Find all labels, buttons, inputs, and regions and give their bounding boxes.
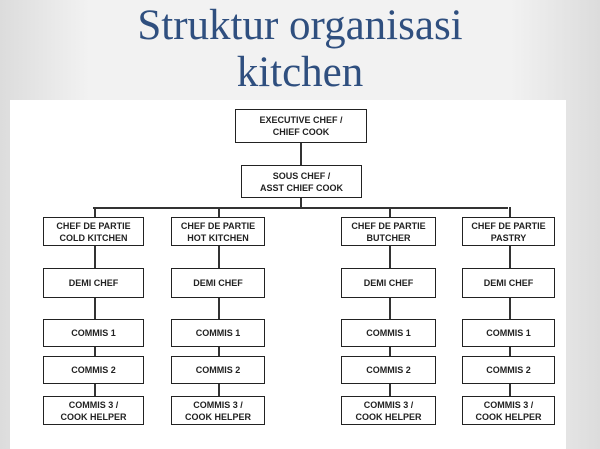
box-label: EXECUTIVE CHEF /: [259, 115, 343, 125]
connector-line: [300, 142, 302, 165]
connector-line: [509, 207, 511, 217]
demi-chef-box: DEMI CHEF: [43, 268, 144, 298]
demi-chef-box: DEMI CHEF: [171, 268, 265, 298]
commis-box: COMMIS 1: [341, 319, 436, 347]
connector-line: [300, 197, 302, 207]
box-label: COMMIS 1: [486, 328, 531, 338]
box-label: COOK HELPER: [184, 411, 251, 422]
box-label: DEMI CHEF: [363, 278, 414, 288]
commis-box: COMMIS 1: [43, 319, 144, 347]
executive-chef-box: EXECUTIVE CHEF / CHIEF COOK: [235, 109, 367, 143]
box-label: COOK HELPER: [475, 411, 542, 422]
commis-box: COMMIS 2: [43, 356, 144, 384]
box-label: CHEF DE PARTIE: [180, 220, 256, 231]
box-label: COMMIS 3 /: [363, 399, 414, 410]
connector-line: [389, 207, 391, 217]
box-label: COOK HELPER: [355, 411, 422, 422]
box-label: ASST CHIEF COOK: [259, 182, 343, 193]
box-label: CHEF DE PARTIE: [56, 220, 131, 231]
commis-box: COMMIS 3 /COOK HELPER: [341, 396, 436, 425]
box-label: COOK HELPER: [60, 411, 127, 422]
box-label: DEMI CHEF: [193, 278, 243, 288]
box-label: COMMIS 1: [366, 328, 411, 338]
commis-box: COMMIS 3 /COOK HELPER: [171, 396, 265, 425]
box-label: DEMI CHEF: [68, 278, 119, 288]
box-label: CHEF DE PARTIE: [471, 220, 546, 231]
box-label: COMMIS 3 /: [193, 399, 243, 410]
box-label: COMMIS 2: [366, 365, 411, 375]
sous-chef-box: SOUS CHEF /ASST CHIEF COOK: [241, 165, 362, 198]
commis-box: COMMIS 3 /COOK HELPER: [462, 396, 555, 425]
commis-box: COMMIS 1: [171, 319, 265, 347]
box-label: COMMIS 2: [71, 365, 116, 375]
box-label: COLD KITCHEN: [59, 232, 128, 243]
demi-chef-box: DEMI CHEF: [341, 268, 436, 298]
box-label: PASTRY: [490, 232, 527, 243]
commis-box: COMMIS 1: [462, 319, 555, 347]
box-label: CHEF DE PARTIE: [351, 220, 426, 231]
box-label: SOUS CHEF /: [272, 170, 331, 181]
commis-box: COMMIS 3 /COOK HELPER: [43, 396, 144, 425]
demi-chef-box: DEMI CHEF: [462, 268, 555, 298]
box-label: DEMI CHEF: [483, 278, 534, 288]
box-label: COMMIS 2: [486, 365, 531, 375]
connector-line: [218, 207, 220, 217]
box-label: COMMIS 1: [71, 328, 116, 338]
box-label: COMMIS 3 /: [483, 399, 534, 410]
box-label: COMMIS 3 /: [68, 399, 119, 410]
box-label: CHIEF COOK: [272, 127, 330, 137]
box-label: BUTCHER: [366, 232, 411, 243]
commis-box: COMMIS 2: [341, 356, 436, 384]
box-label: COMMIS 1: [195, 328, 241, 338]
commis-box: COMMIS 2: [171, 356, 265, 384]
commis-box: COMMIS 2: [462, 356, 555, 384]
box-label: COMMIS 2: [195, 365, 241, 375]
box-label: HOT KITCHEN: [187, 232, 249, 243]
connector-line: [93, 207, 508, 209]
connector-line: [94, 207, 96, 217]
